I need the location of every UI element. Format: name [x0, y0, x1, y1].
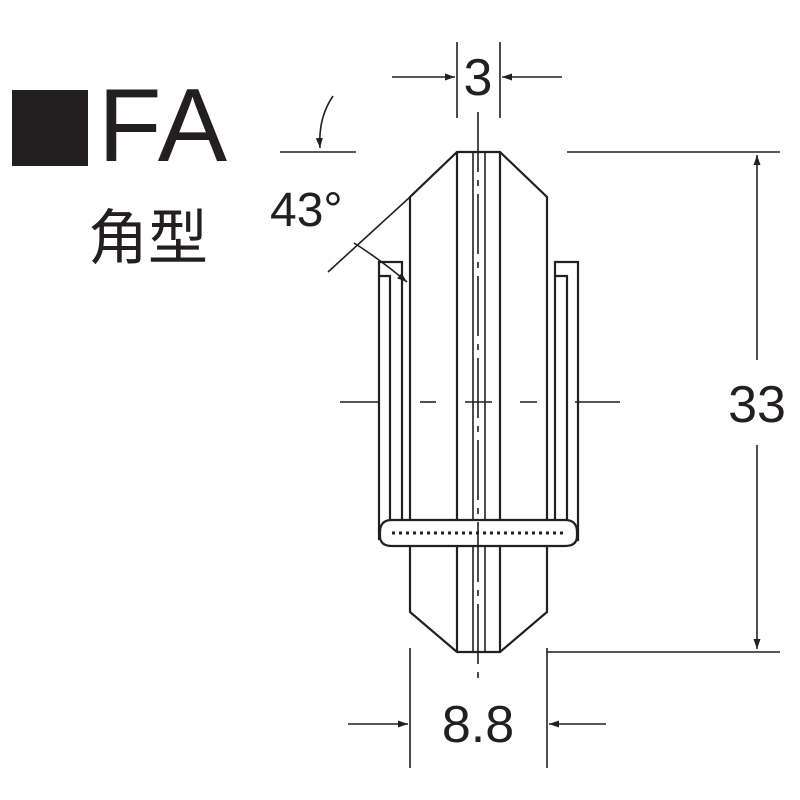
dim-height — [547, 151, 780, 653]
dim-angle-leader — [327, 196, 411, 273]
dim-angle-arc-top — [315, 95, 334, 149]
title-marker-square — [12, 90, 88, 166]
dim-angle-label: 43° — [270, 184, 343, 237]
dim-top-width — [392, 42, 562, 118]
dim-height-label: 33 — [728, 376, 786, 434]
dim-bottom-width-label: 8.8 — [442, 696, 514, 754]
bracket-right — [553, 260, 580, 542]
center-lines — [340, 112, 620, 680]
bracket-left — [377, 260, 404, 529]
dim-angle-arc-bottom — [353, 242, 408, 283]
dim-bottom-width — [348, 648, 606, 768]
part-type-subtitle: 角型 — [88, 204, 208, 274]
dim-top-width-label: 3 — [464, 49, 493, 107]
part-code-title: FA — [98, 68, 230, 184]
dim-angle — [280, 95, 411, 283]
